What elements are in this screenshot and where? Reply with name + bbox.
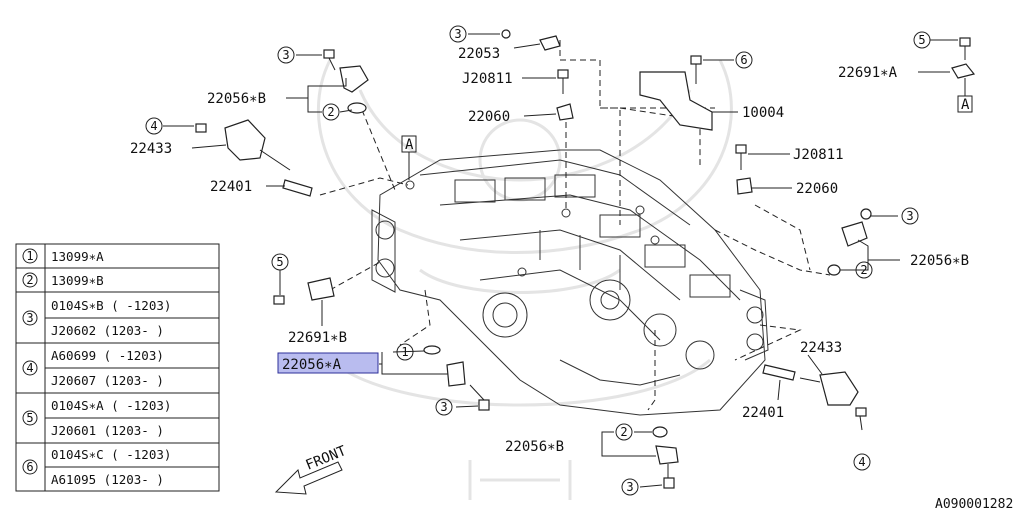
table-row-5b: J20601 (1203- ) <box>51 423 164 438</box>
table-row-4a: A60699 ( -1203) <box>51 348 164 363</box>
label-22691a: 22691∗A <box>838 65 898 81</box>
table-row-3b: J20602 (1203- ) <box>51 323 164 338</box>
diagram-code: A090001282 <box>935 497 1013 512</box>
callout-3-bottom: 3 <box>626 480 633 494</box>
label-j20811-top: J20811 <box>462 71 513 87</box>
callout-1-mid: 1 <box>401 345 408 359</box>
label-22401-left: 22401 <box>210 179 252 195</box>
callout-2-bottom: 2 <box>620 425 627 439</box>
callout-5-left: 5 <box>276 255 283 269</box>
callout-3-mid: 3 <box>440 400 447 414</box>
table-row-6a: 0104S∗C ( -1203) <box>51 447 171 462</box>
front-label: FRONT <box>304 443 350 474</box>
ref-a-engine: A <box>405 137 414 153</box>
table-callout-2: 2 <box>26 273 33 287</box>
callout-5-topright: 5 <box>918 33 925 47</box>
callout-2-topleft: 2 <box>327 105 334 119</box>
ref-a-bracket: A <box>961 97 970 113</box>
label-22056b-right: 22056∗B <box>910 253 969 269</box>
engine-cylinder-block <box>371 149 769 416</box>
leader-lines <box>163 33 966 488</box>
table-row-5a: 0104S∗A ( -1203) <box>51 398 171 413</box>
callout-4-topleft: 4 <box>150 119 157 133</box>
label-22060-right: 22060 <box>796 181 838 197</box>
table-callout-5: 5 <box>26 411 33 425</box>
table-row-2: 13099∗B <box>51 273 104 288</box>
label-22060-top: 22060 <box>468 109 510 125</box>
label-22056b-topleft: 22056∗B <box>207 91 266 107</box>
table-callout-3: 3 <box>26 311 33 325</box>
reference-lines <box>319 40 831 411</box>
table-callout-1: 1 <box>26 249 33 263</box>
label-22056b-bottom: 22056∗B <box>505 439 564 455</box>
callout-3-topleft: 3 <box>282 48 289 62</box>
label-j20811-right: J20811 <box>793 147 844 163</box>
table-callout-4: 4 <box>26 361 33 375</box>
parts-legend-table: 1 2 3 4 5 6 13099∗A 13099∗B 0104S∗B ( -1… <box>15 243 220 492</box>
table-row-1: 13099∗A <box>51 249 104 264</box>
front-arrow: FRONT <box>274 443 350 495</box>
callout-circles: 3 6 5 3 2 4 3 2 5 1 3 2 3 4 <box>145 25 931 496</box>
callout-3-top: 3 <box>454 27 461 41</box>
label-22433-left: 22433 <box>130 141 172 157</box>
table-row-4b: J20607 (1203- ) <box>51 373 164 388</box>
part-labels: 22053 J20811 22060 10004 J20811 22060 22… <box>130 46 1013 512</box>
table-callout-6: 6 <box>26 460 33 474</box>
table-row-6b: A61095 (1203- ) <box>51 472 164 487</box>
callout-4-right: 4 <box>858 455 865 469</box>
label-22056a: 22056∗A <box>282 357 342 373</box>
table-row-3a: 0104S∗B ( -1203) <box>51 298 171 313</box>
label-22053: 22053 <box>458 46 500 62</box>
label-22401-right: 22401 <box>742 405 784 421</box>
callout-6-top: 6 <box>740 53 747 67</box>
callout-2-right: 2 <box>860 263 867 277</box>
parts <box>195 29 976 489</box>
highlight-box <box>277 352 379 374</box>
callout-3-right: 3 <box>906 209 913 223</box>
label-22691b: 22691∗B <box>288 330 347 346</box>
label-10004: 10004 <box>742 105 784 121</box>
label-22433-right: 22433 <box>800 340 842 356</box>
watermark-emblem <box>316 59 733 500</box>
